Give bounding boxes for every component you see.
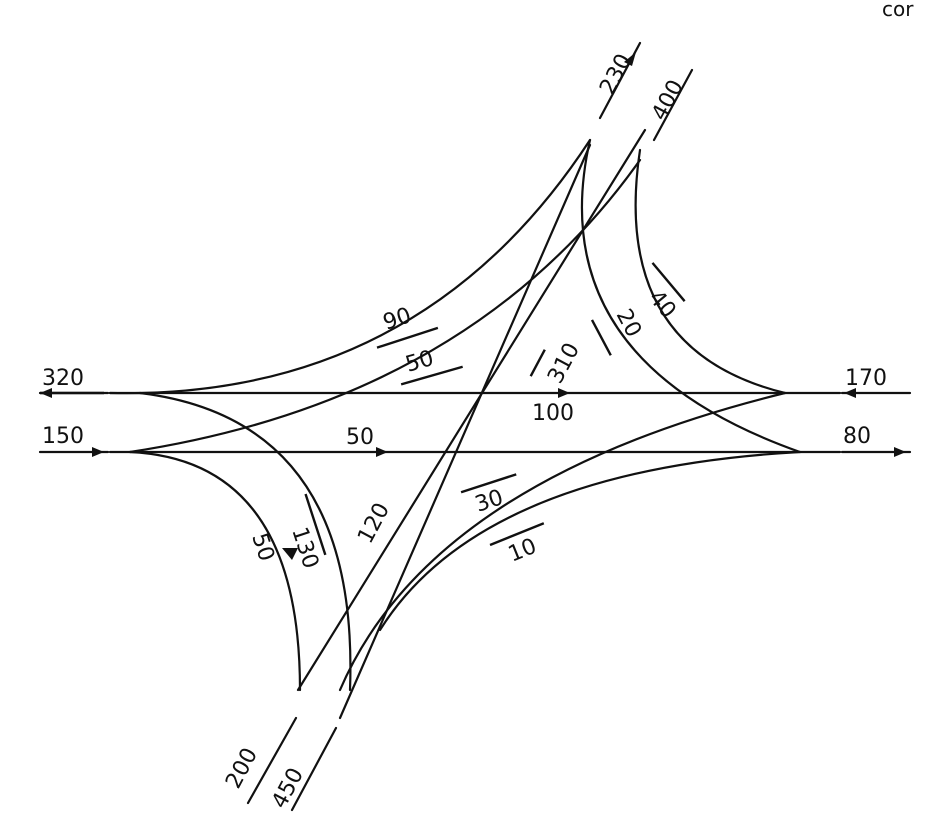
label-ne-to-e: 20 xyxy=(590,305,646,356)
corner-text: cor xyxy=(882,0,914,21)
label-sw-to-ne: 310 xyxy=(529,339,585,388)
curve-ne-to-east-lower xyxy=(580,138,802,454)
svg-text:90: 90 xyxy=(380,303,414,335)
label-sw-to-e: 10 xyxy=(489,522,545,568)
svg-text:30: 30 xyxy=(472,485,506,517)
svg-text:10: 10 xyxy=(505,534,540,568)
label-west-out: 320 xyxy=(40,366,104,398)
ne-inner-approach xyxy=(652,68,694,142)
label-w-to-sw: 130 xyxy=(286,493,327,572)
svg-text:20: 20 xyxy=(611,305,646,341)
svg-text:320: 320 xyxy=(42,366,84,391)
svg-text:310: 310 xyxy=(543,339,585,388)
ne-sw-diagonal-b xyxy=(338,143,592,720)
label-ne-in: 400 xyxy=(647,76,689,125)
curve-west-to-sw xyxy=(138,391,352,692)
label-w-to-ne: 90 xyxy=(376,303,439,349)
svg-text:170: 170 xyxy=(845,366,887,391)
svg-text:400: 400 xyxy=(647,76,689,125)
label-through-w-to-e: 50 xyxy=(346,425,388,457)
sw-inner-approach xyxy=(290,726,338,812)
curve-west-lower-to-ne xyxy=(128,158,642,454)
label-sw-to-w: 50 xyxy=(246,530,278,564)
svg-text:80: 80 xyxy=(843,424,871,449)
curve-west-lower-to-sw xyxy=(128,450,302,692)
label-west-in: 150 xyxy=(42,424,104,457)
label-w-to-e-upper: 50 xyxy=(400,346,463,386)
curve-sw-to-east-lower xyxy=(378,450,802,632)
svg-text:120: 120 xyxy=(353,499,395,548)
svg-text:50: 50 xyxy=(346,425,374,450)
svg-text:150: 150 xyxy=(42,424,84,449)
curve-ne-to-east-upper xyxy=(634,148,787,395)
label-through-e-to-w: 100 xyxy=(532,388,574,426)
label-east-out: 80 xyxy=(843,424,906,457)
sw-outer-approach xyxy=(246,716,298,805)
curve-west-to-ne xyxy=(108,138,592,395)
curve-sw-to-east-upper xyxy=(338,391,787,692)
svg-text:100: 100 xyxy=(532,401,574,426)
label-ne-to-sw: 120 xyxy=(353,499,395,548)
arrow-sw-to-w xyxy=(282,548,298,560)
ne-sw-diagonal-a xyxy=(296,128,647,692)
label-east-in: 170 xyxy=(844,366,887,398)
svg-text:50: 50 xyxy=(246,530,278,564)
arrow-ne-out xyxy=(624,52,636,66)
